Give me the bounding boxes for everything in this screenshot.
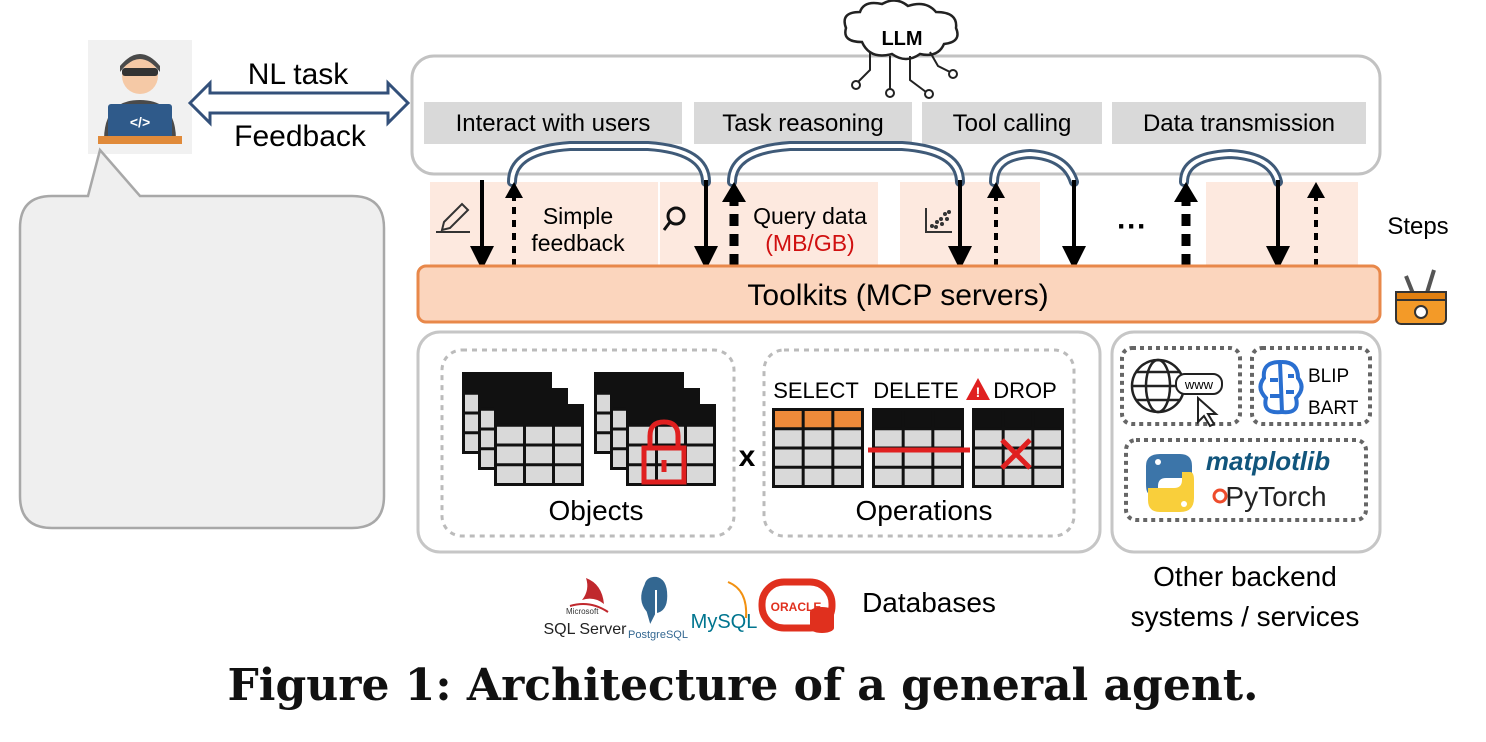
query-data-label: Query data <box>753 203 867 229</box>
capability-data: Data transmission <box>1143 110 1335 137</box>
python-logo <box>1146 454 1194 512</box>
pytorch-icon <box>1212 488 1228 504</box>
sqlserver-text: SQL Server <box>544 621 628 638</box>
postgresql-logo <box>639 575 669 629</box>
scatter-chart-icon <box>925 208 952 233</box>
svg-text:!: ! <box>976 384 981 400</box>
other-backend-line2: systems / services <box>1131 601 1360 632</box>
database-panel <box>416 330 1102 554</box>
mysql-text: MySQL <box>691 611 758 633</box>
capability-interact: Interact with users <box>456 110 651 137</box>
neural-brain-icon <box>1258 359 1304 415</box>
sqlserver-microsoft: Microsoft <box>566 607 599 616</box>
search-icon <box>662 206 686 231</box>
lock-icon <box>641 419 687 485</box>
pen-icon <box>436 202 470 233</box>
other-backend-line1: Other backend <box>1153 561 1337 592</box>
solid-down-arrows <box>470 180 1290 270</box>
capability-reasoning-box <box>694 102 912 144</box>
op-select: SELECT <box>773 378 859 403</box>
feedback-label: Feedback <box>234 120 367 153</box>
operations-label: Operations <box>856 495 993 526</box>
speech-bubble <box>18 147 386 530</box>
capability-data-box <box>1112 102 1366 144</box>
simple-feedback-line2: feedback <box>531 230 625 256</box>
steps-ellipsis: ··· <box>1117 210 1147 243</box>
libraries-box <box>1124 438 1368 522</box>
www-label: www <box>1184 377 1214 392</box>
pytorch-logo: PyTorch <box>1225 481 1326 512</box>
figure-caption: Figure 1: Architecture of a general agen… <box>227 660 1259 711</box>
user-developer-icon: </> <box>88 40 192 154</box>
bart-label: BART <box>1308 398 1359 419</box>
steps-label: Steps <box>1387 213 1448 240</box>
www-box <box>1120 346 1242 426</box>
operations-box <box>762 348 1076 538</box>
llm-label: LLM <box>881 28 922 50</box>
sqlserver-logo <box>569 578 609 613</box>
postgresql-text: PostgreSQL <box>628 629 688 641</box>
svg-text:</>: </> <box>130 114 150 130</box>
select-table <box>772 408 864 488</box>
oracle-logo <box>758 578 836 633</box>
blip-label: BLIP <box>1308 366 1349 387</box>
warning-icon: ! <box>966 378 990 400</box>
thick-dashed-up-arrows <box>729 200 1191 266</box>
op-drop: DROP <box>993 378 1057 403</box>
capability-reasoning: Task reasoning <box>722 110 883 137</box>
oracle-text: ORACLE <box>771 600 822 614</box>
drop-x-icon <box>1000 438 1032 470</box>
llm-brain-icon <box>843 0 959 99</box>
databases-label: Databases <box>862 587 996 618</box>
toolkits-label: Toolkits (MCP servers) <box>747 279 1048 312</box>
nl-task-label: NL task <box>248 58 350 91</box>
capability-interact-box <box>424 102 682 144</box>
cursor-icon <box>1197 395 1219 428</box>
matplotlib-logo: matplotlib <box>1206 446 1330 476</box>
nl-double-arrow <box>187 79 411 127</box>
mysql-dolphin-icon <box>727 581 748 619</box>
locked-object-table <box>626 404 716 486</box>
drop-table <box>972 408 1064 488</box>
object-table <box>494 404 584 486</box>
times-symbol: x <box>739 440 756 473</box>
toolbox-icon <box>1395 269 1447 325</box>
dotted-up-arrows <box>512 196 1318 266</box>
simple-feedback-line1: Simple <box>543 203 613 229</box>
toolkits-bar <box>416 264 1382 324</box>
op-delete: DELETE <box>873 378 959 403</box>
capability-tool: Tool calling <box>953 110 1072 137</box>
capability-tool-box <box>922 102 1102 144</box>
objects-label: Objects <box>549 495 644 526</box>
blip-bart-box <box>1250 346 1372 426</box>
query-data-size: (MB/GB) <box>765 230 854 256</box>
